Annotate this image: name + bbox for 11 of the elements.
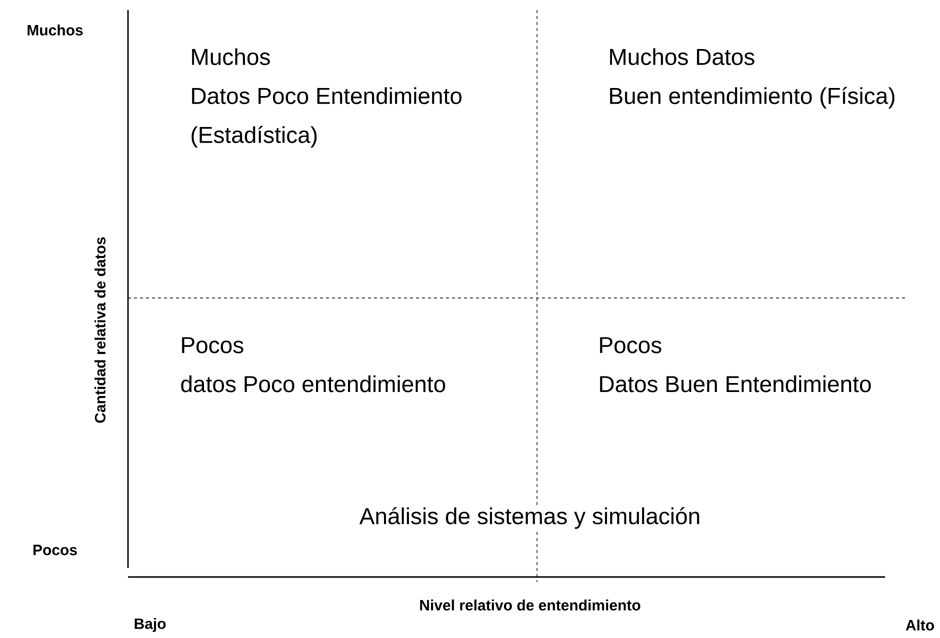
axis-label: Muchos	[28, 24, 83, 36]
region-label: Análisis de sistemas y simulación	[358, 506, 702, 530]
axis-title: Cantidad relativa de datos	[94, 237, 106, 423]
quadrant-label: Pocos Datos Buen Entendimiento	[600, 337, 871, 392]
quadrant-label: Muchos Datos Poco Entendimiento (Estadística)	[192, 48, 462, 148]
axis-label: Nivel relativo de entendimiento	[420, 600, 640, 610]
axis-label: Alto	[906, 620, 934, 630]
quadrant-label: Muchos Datos Buen entendimiento (Física)	[610, 48, 894, 109]
axis-label: Bajo	[134, 618, 166, 632]
axis-label: Pocos	[34, 544, 77, 556]
quadrant-label: Pocos datos Poco entendimiento	[181, 337, 446, 392]
